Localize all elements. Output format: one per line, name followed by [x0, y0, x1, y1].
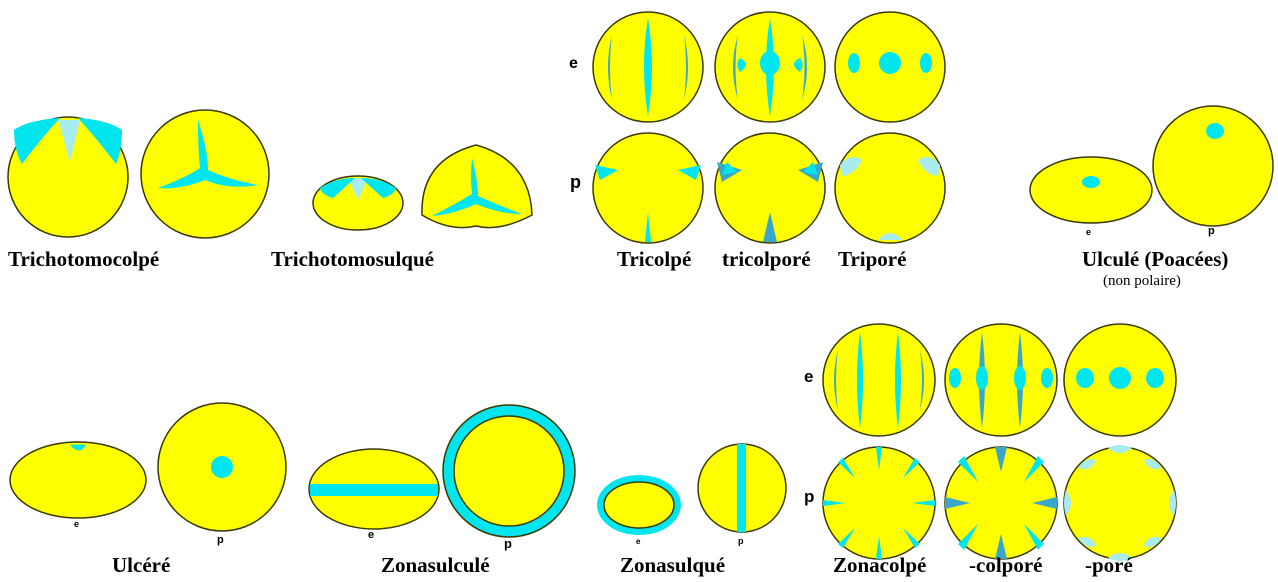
trichotomocolpe-polar-grain	[141, 110, 269, 238]
trichotomocolpe-equatorial-grain	[8, 117, 128, 237]
ulcule-polar-letter: p	[1208, 226, 1215, 237]
zonasulcule-equatorial-letter: e	[368, 530, 374, 541]
tripore-polar-grain	[835, 133, 945, 243]
zonasulcule-polar-letter: p	[504, 537, 512, 550]
tricolpore-equatorial-grain	[715, 12, 825, 122]
tricolpe-polar-grain	[593, 133, 703, 243]
label-ulcere: Ulcéré	[112, 555, 170, 576]
ulcere-equatorial-letter: e	[74, 520, 79, 529]
zonapore-equatorial-grain	[1064, 324, 1176, 436]
tricolpe-equatorial-grain	[593, 12, 703, 122]
zonasulcule-polar-grain	[443, 405, 575, 537]
trichotomosulque-polar-grain	[422, 145, 532, 228]
zonasulque-equatorial-letter: e	[636, 538, 640, 546]
ulcere-polar-letter: p	[217, 535, 224, 546]
label-tripore: Triporé	[838, 249, 906, 270]
label-colpore: -colporé	[969, 555, 1042, 576]
ulcere-polar-grain	[158, 403, 286, 531]
label-trichotomocolpe: Trichotomocolpé	[8, 249, 159, 270]
zonacolpe-polar-grain	[823, 447, 935, 559]
label-zonasulcule: Zonasulculé	[381, 555, 490, 576]
zonasulque-polar-letter: p	[738, 537, 744, 546]
polar-view-letter: p	[570, 173, 581, 191]
zonacolpe-polar-letter: p	[804, 488, 814, 505]
zonacolpore-equatorial-grain	[945, 324, 1057, 436]
label-trichotomosulque: Trichotomosulqué	[271, 249, 434, 270]
zonacolpe-equatorial-letter: e	[804, 368, 813, 385]
ulcere-equatorial-grain	[10, 442, 146, 518]
label-pore: -poré	[1085, 555, 1133, 576]
label-ulcule-note: (non polaire)	[1103, 274, 1181, 289]
label-ulcule: Ulculé (Poacées)	[1082, 249, 1228, 270]
ulcule-equatorial-grain	[1030, 157, 1152, 223]
label-tricolpore: tricolporé	[722, 249, 811, 270]
zonasulque-polar-grain	[698, 444, 786, 532]
ulcule-equatorial-letter: e	[1086, 228, 1091, 237]
trichotomosulque-equatorial-grain	[313, 176, 403, 230]
label-tricolpe: Tricolpé	[617, 249, 691, 270]
equatorial-view-letter: e	[569, 56, 578, 72]
zonacolpore-polar-grain	[945, 447, 1057, 559]
zonasulque-equatorial-grain	[597, 475, 681, 535]
tripore-equatorial-grain	[835, 12, 945, 122]
zonacolpe-equatorial-grain	[823, 324, 935, 436]
label-zonacolpe: Zonacolpé	[833, 555, 926, 576]
zonasulcule-equatorial-grain	[309, 449, 439, 529]
zonapore-polar-grain	[1064, 445, 1176, 561]
label-zonasulque: Zonasulqué	[620, 555, 725, 576]
ulcule-polar-grain	[1153, 106, 1273, 226]
tricolpore-polar-grain	[715, 133, 825, 243]
